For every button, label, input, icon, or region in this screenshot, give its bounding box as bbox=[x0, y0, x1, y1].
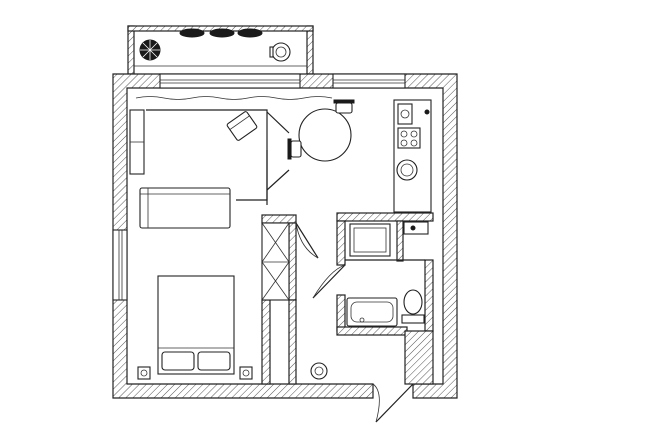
wardrobe bbox=[261, 222, 290, 301]
dining-table bbox=[287, 99, 355, 162]
curtain bbox=[135, 96, 333, 100]
tv-unit bbox=[129, 109, 145, 175]
doors bbox=[266, 111, 414, 423]
washing-machine bbox=[349, 223, 391, 257]
bathtub bbox=[346, 297, 398, 327]
bathroom-sink bbox=[403, 221, 429, 235]
outer-walls bbox=[112, 73, 458, 399]
kitchen-counter bbox=[393, 99, 432, 213]
interior-walls bbox=[261, 150, 434, 385]
hall-stool bbox=[310, 362, 328, 380]
plants bbox=[139, 28, 263, 61]
double-bed bbox=[137, 275, 253, 380]
room-divider bbox=[146, 109, 268, 201]
sofa bbox=[139, 187, 231, 229]
windows bbox=[112, 73, 406, 301]
toilet bbox=[401, 289, 425, 324]
armchair bbox=[226, 111, 258, 141]
balcony bbox=[127, 25, 314, 75]
entry-door bbox=[375, 383, 414, 423]
balcony-chair bbox=[269, 42, 291, 62]
